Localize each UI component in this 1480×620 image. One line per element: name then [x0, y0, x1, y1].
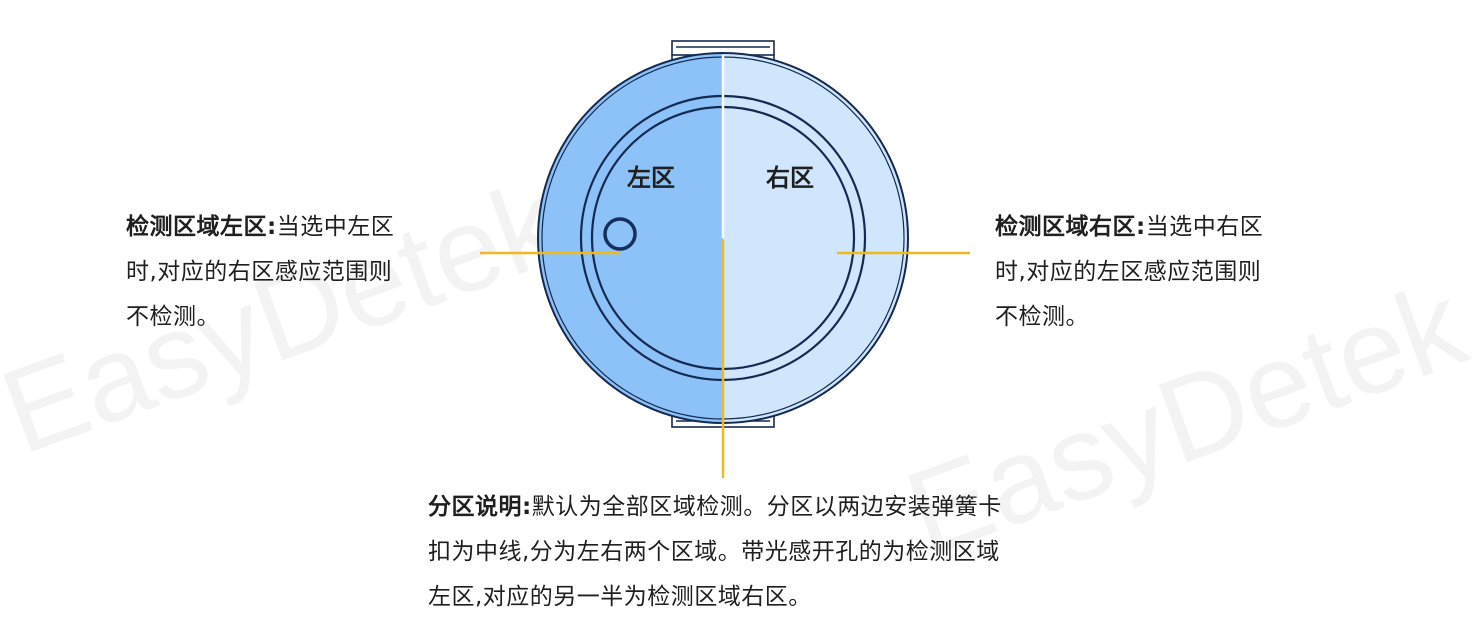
right-note-text-1: 当选中右区 [1145, 214, 1264, 240]
right-note-line-3: 不检测。 [995, 304, 1089, 330]
right-zone-note: 检测区域右区:当选中右区 时,对应的左区感应范围则 不检测。 [995, 205, 1315, 340]
right-note-title: 检测区域右区: [995, 214, 1146, 240]
bottom-note-line-3: 左区,对应的另一半为检测区域右区。 [428, 584, 812, 610]
bottom-note-line-1: 分区说明:默认为全部区域检测。分区以两边安装弹簧卡 [428, 485, 1088, 530]
left-zone-label: 左区 [627, 164, 675, 192]
zone-explanation-note: 分区说明:默认为全部区域检测。分区以两边安装弹簧卡 扣为中线,分为左右两个区域。… [428, 485, 1088, 620]
left-note-line-3: 不检测。 [126, 304, 220, 330]
right-zone-outer [723, 53, 908, 423]
left-note-line-1: 检测区域左区:当选中左区 [126, 205, 446, 250]
right-note-line-1: 检测区域右区:当选中右区 [995, 205, 1315, 250]
light-sensor-hole [603, 217, 637, 251]
left-note-title: 检测区域左区: [126, 214, 277, 240]
left-note-line-2: 时,对应的右区感应范围则 [126, 259, 393, 285]
bottom-note-line-2: 扣为中线,分为左右两个区域。带光感开孔的为检测区域 [428, 539, 1000, 565]
right-note-line-2: 时,对应的左区感应范围则 [995, 259, 1262, 285]
left-zone-outer [538, 53, 723, 423]
right-zone-label: 右区 [766, 164, 814, 192]
bottom-note-title: 分区说明: [428, 494, 532, 520]
left-note-text-1: 当选中左区 [276, 214, 395, 240]
left-zone-note: 检测区域左区:当选中左区 时,对应的右区感应范围则 不检测。 [126, 205, 446, 340]
bottom-note-text-1: 默认为全部区域检测。分区以两边安装弹簧卡 [531, 494, 1002, 520]
